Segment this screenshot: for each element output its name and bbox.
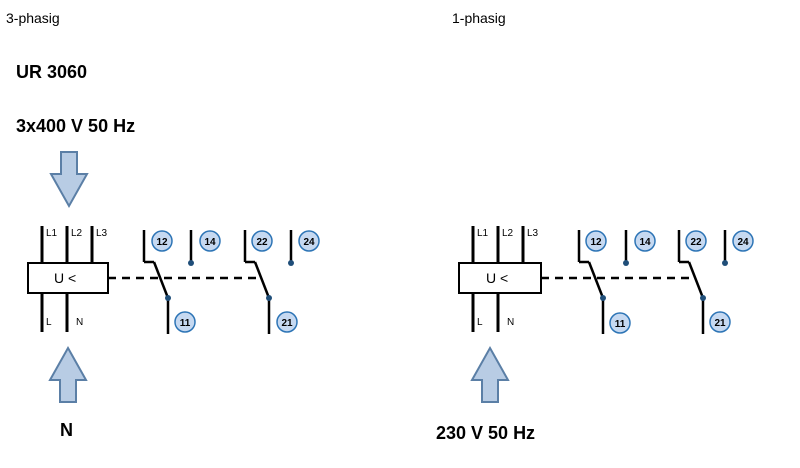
three-phase-supply-label: 3x400 V 50 Hz — [16, 116, 136, 136]
svg-text:21: 21 — [281, 318, 293, 329]
terminal-22: 22 — [685, 230, 707, 252]
line-label-n: N — [507, 317, 514, 328]
neutral-arrow-icon — [49, 347, 87, 403]
line-label-l2: L2 — [502, 228, 514, 239]
line-label-l2: L2 — [71, 228, 83, 239]
line-label-l3: L3 — [96, 228, 108, 239]
terminal-11: 11 — [174, 311, 196, 333]
terminal-12: 12 — [585, 230, 607, 252]
svg-text:11: 11 — [615, 319, 626, 330]
contact-point — [722, 260, 728, 266]
svg-text:22: 22 — [690, 237, 702, 248]
contact-point — [188, 260, 194, 266]
terminal-24: 24 — [298, 230, 320, 252]
line-label-l: L — [46, 317, 52, 328]
terminal-24: 24 — [732, 230, 754, 252]
terminal-21: 21 — [709, 311, 731, 333]
svg-text:14: 14 — [639, 237, 651, 248]
terminal-12: 12 — [151, 230, 173, 252]
model-label: UR 3060 — [16, 62, 88, 82]
three-phase-heading: 3-phasig — [6, 10, 60, 26]
line-label-l1: L1 — [477, 228, 489, 239]
single-phase-heading: 1-phasig — [452, 10, 506, 26]
supply-arrow-icon — [471, 347, 509, 403]
svg-text:22: 22 — [256, 237, 268, 248]
svg-text:21: 21 — [714, 318, 726, 329]
terminal-11: 11 — [609, 312, 631, 334]
contact-point — [266, 295, 272, 301]
relay-label: U < — [486, 270, 508, 286]
contact-point — [288, 260, 294, 266]
relay-label: U < — [54, 270, 76, 286]
svg-text:24: 24 — [303, 237, 315, 248]
contact-point — [700, 295, 706, 301]
svg-text:11: 11 — [180, 318, 191, 329]
terminal-14: 14 — [199, 230, 221, 252]
line-label-l3: L3 — [527, 228, 539, 239]
contact-point — [623, 260, 629, 266]
svg-text:12: 12 — [590, 237, 602, 248]
terminal-21: 21 — [276, 311, 298, 333]
contact-1 — [142, 230, 193, 334]
line-label-n: N — [76, 317, 83, 328]
svg-text:14: 14 — [204, 237, 216, 248]
three-phase-bottom-label: N — [60, 420, 73, 440]
contact-1 — [577, 230, 628, 334]
contact-point — [165, 295, 171, 301]
terminal-22: 22 — [251, 230, 273, 252]
relay-box — [27, 262, 109, 294]
single-phase-supply-label: 230 V 50 Hz — [436, 423, 536, 443]
contact-point — [600, 295, 606, 301]
svg-text:24: 24 — [737, 237, 749, 248]
supply-arrow-icon — [50, 151, 88, 207]
single-phase-diagram: L1 L2 L3 L N U < 12 — [458, 226, 754, 403]
line-label-l: L — [477, 317, 483, 328]
terminal-14: 14 — [634, 230, 656, 252]
contact-2 — [677, 230, 727, 334]
svg-text:12: 12 — [156, 237, 168, 248]
contact-2 — [243, 230, 293, 334]
line-label-l1: L1 — [46, 228, 58, 239]
three-phase-diagram: L1 L2 L3 L N U < — [27, 151, 320, 403]
